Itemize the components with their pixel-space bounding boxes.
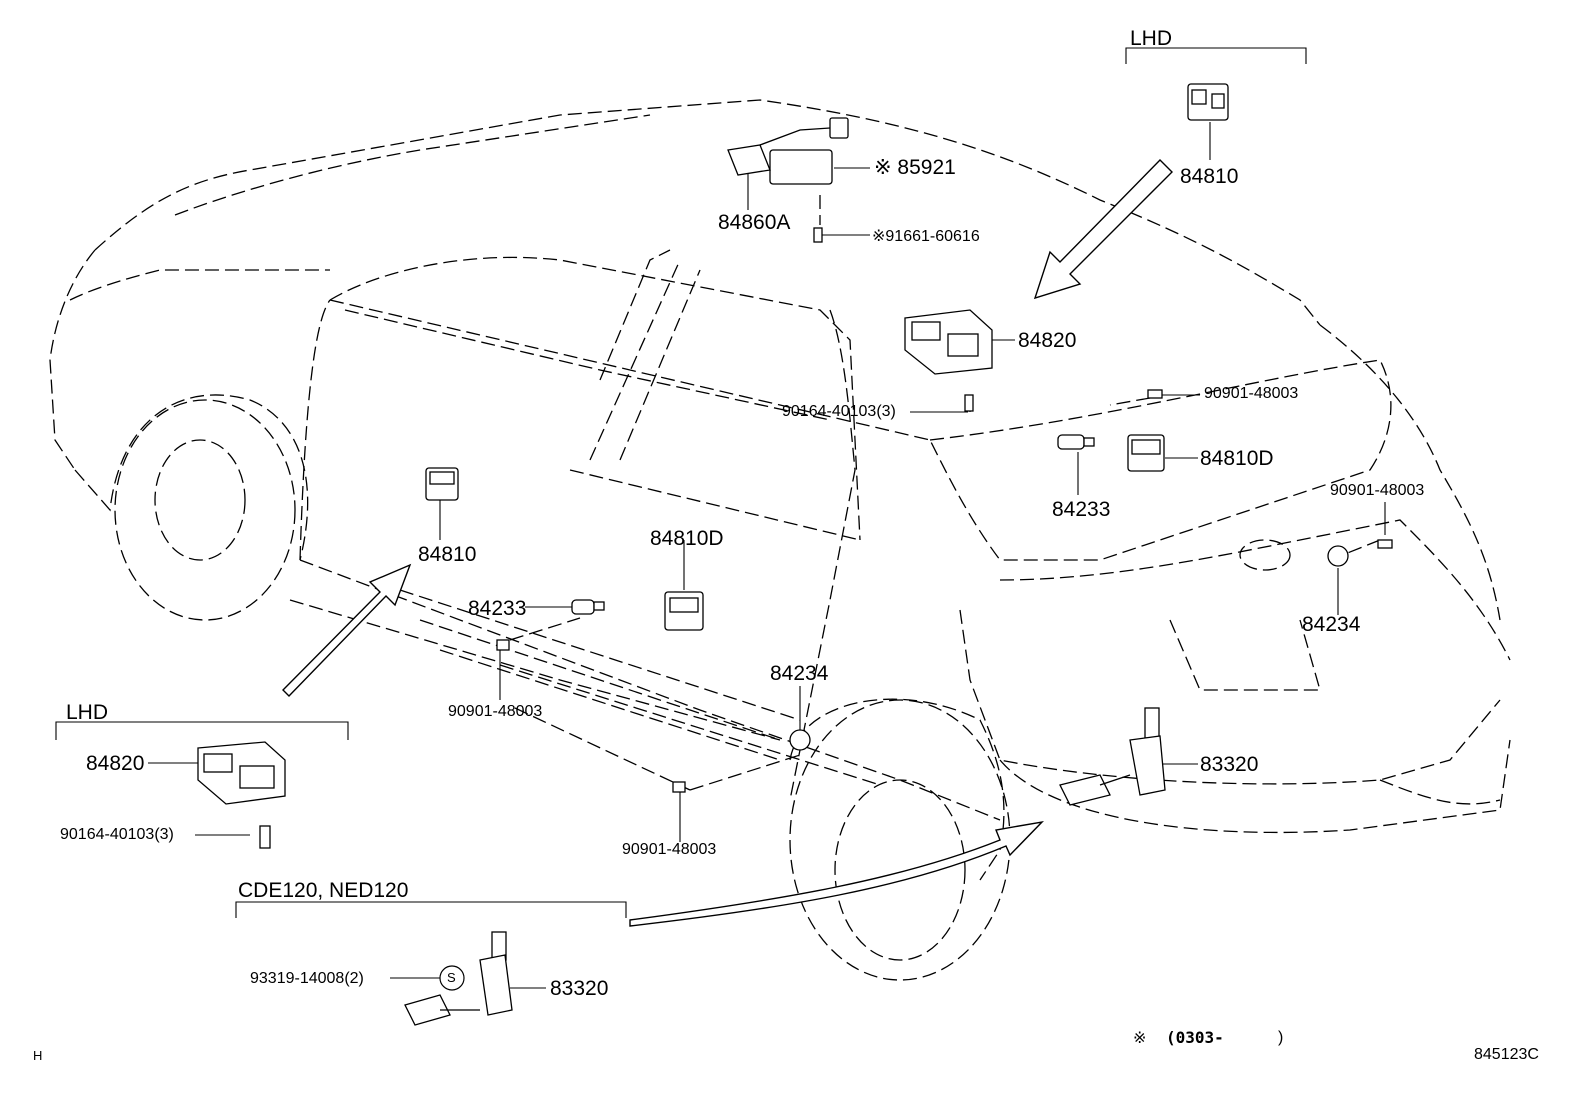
part-84820-top[interactable]: 84820 (1018, 329, 1077, 352)
footnote-mark: ※ (1133, 1030, 1147, 1047)
part-84860a[interactable]: 84860A (718, 211, 791, 234)
part-85921[interactable]: ※ 85921 (874, 156, 956, 179)
part-84820-lhd[interactable]: 84820 (86, 752, 145, 775)
part-90901-48003-door[interactable]: 90901-48003 (448, 703, 543, 720)
part-93319-14008[interactable]: 93319-14008(2) (250, 970, 364, 987)
part-84810d-rear[interactable]: 84810D (1200, 447, 1274, 470)
part-83320-right[interactable]: 83320 (1200, 753, 1259, 776)
engine-variant-label: CDE120, NED120 (238, 879, 409, 902)
part-84234-mid[interactable]: 84234 (770, 662, 829, 685)
part-84810d-door[interactable]: 84810D (650, 527, 724, 550)
part-84234-right[interactable]: 84234 (1302, 613, 1361, 636)
part-84233-rear[interactable]: 84233 (1052, 498, 1111, 521)
part-90164-40103-top[interactable]: 90164-40103(3) (782, 403, 896, 420)
part-84810-lhd[interactable]: 84810 (1180, 165, 1239, 188)
s-mark-letter: S (447, 970, 456, 985)
part-84810-door[interactable]: 84810 (418, 543, 477, 566)
part-90901-48003-rear[interactable]: 90901-48003 (1204, 385, 1299, 402)
s-mark-circle (439, 965, 465, 991)
footnote-close: ) (1278, 1029, 1284, 1046)
lhd-label-bottom: LHD (66, 701, 109, 724)
lhd-label-top: LHD (1130, 27, 1173, 50)
part-91661-60616[interactable]: ※91661-60616 (872, 228, 980, 245)
part-90901-48003-right[interactable]: 90901-48003 (1330, 482, 1425, 499)
part-90901-48003-low[interactable]: 90901-48003 (622, 841, 717, 858)
diagram-id: 845123C (1474, 1046, 1539, 1063)
corner-h-mark: H (33, 1048, 43, 1063)
part-83320-left[interactable]: 83320 (550, 977, 609, 1000)
part-90164-40103-lhd[interactable]: 90164-40103(3) (60, 826, 174, 843)
part-84233-door[interactable]: 84233 (468, 597, 527, 620)
footnote-code: (0303- (1166, 1028, 1224, 1047)
